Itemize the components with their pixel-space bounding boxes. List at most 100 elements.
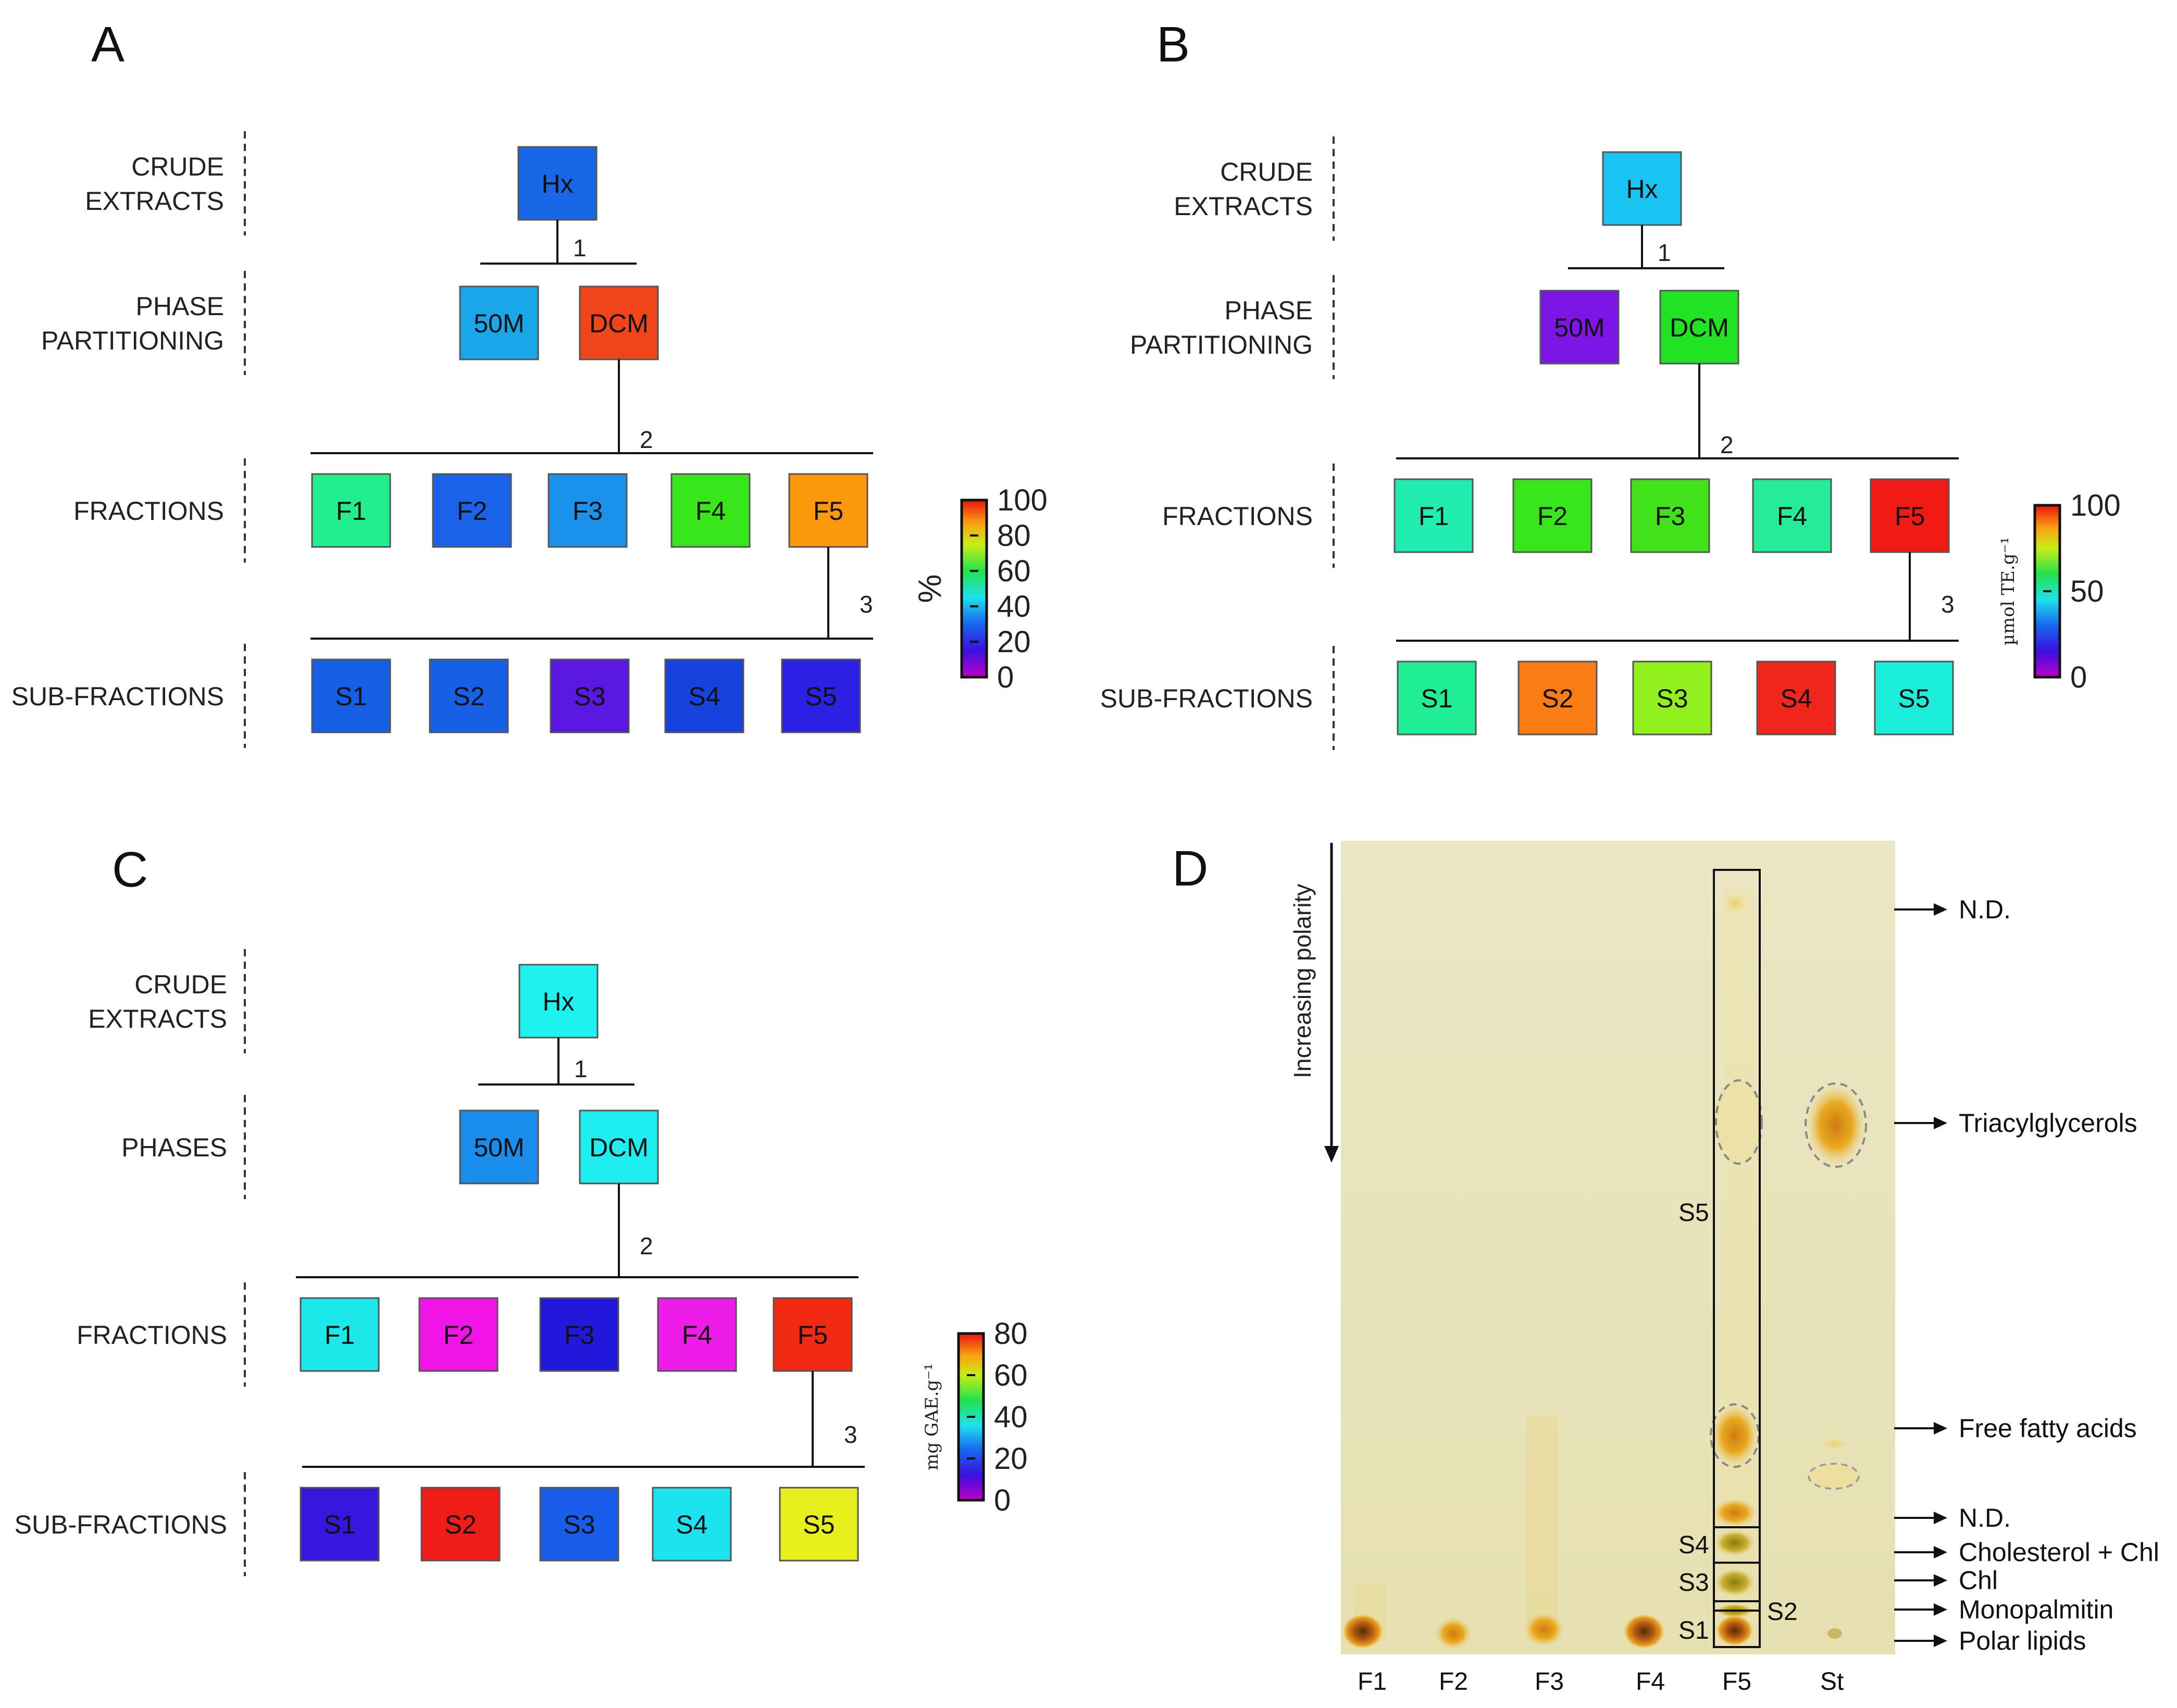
subfraction-s4-box [1756, 660, 1836, 735]
panel-letter-d: D [1172, 841, 1208, 896]
st-origin-spot [1827, 1628, 1842, 1639]
fraction-f5-label: F5 [813, 496, 843, 526]
crude-hx-label: Hx [1626, 174, 1658, 204]
colorbar-tick-label: 100 [2070, 489, 2121, 522]
colorbar-tick-label: 40 [997, 590, 1031, 624]
subfraction-s2-label: S2 [444, 1510, 476, 1539]
crude-hx-label: Hx [541, 169, 573, 198]
annotation-label: Monopalmitin [1959, 1595, 2113, 1624]
subfraction-s5-box [1874, 660, 1954, 735]
colorbar-tick-label: 60 [994, 1358, 1028, 1392]
annotation-label: Free fatty acids [1959, 1414, 2137, 1443]
subfraction-s3-label: S3 [574, 682, 605, 711]
colorbar-tick-label: 80 [994, 1317, 1028, 1351]
fraction-f2-box [432, 473, 512, 548]
colorbar-tick-label: 100 [997, 483, 1048, 517]
tlc-plate [1341, 841, 1895, 1654]
fraction-f1-box [300, 1297, 380, 1372]
f5-fatty-acid-spot [1711, 1404, 1759, 1467]
st-cholesterol-spot [1809, 1464, 1859, 1489]
phase-50m-box [459, 285, 539, 360]
band-label-s2: S2 [1767, 1598, 1798, 1626]
annotation-arrowhead [1934, 1546, 1947, 1559]
annotation-label: Chl [1959, 1566, 1998, 1595]
subfraction-s1-box [300, 1487, 380, 1562]
annotation-label: Cholesterol + Chl [1959, 1538, 2159, 1567]
subfraction-s2-box [1517, 660, 1598, 735]
panel-letter-a: A [91, 17, 125, 72]
annotation-arrowhead [1934, 1422, 1947, 1435]
lane-label-f5: F5 [1722, 1668, 1751, 1695]
fraction-f1-box [311, 473, 391, 548]
f5-nd-spot [1712, 1498, 1758, 1527]
phase-50m-box [459, 1109, 539, 1185]
phase-50m-label: 50M [474, 1133, 524, 1162]
colorbar-tick-label: 40 [994, 1400, 1028, 1434]
subfraction-s3-box [539, 1487, 619, 1562]
f2-origin-spot [1435, 1617, 1472, 1650]
subfraction-s2-label: S2 [453, 682, 484, 711]
fraction-f3-label: F3 [564, 1320, 594, 1350]
st-triacylglycerol-spot [1806, 1083, 1866, 1167]
fraction-f3-box [539, 1297, 619, 1372]
annotation-arrowhead [1934, 1603, 1947, 1616]
annotation-arrowhead [1934, 903, 1947, 916]
fraction-f3-box [548, 473, 628, 548]
level-label: SUB-FRACTIONS [15, 1510, 227, 1539]
annotation-arrowhead [1934, 1574, 1947, 1587]
level-label: FRACTIONS [1162, 502, 1313, 531]
fraction-f4-label: F4 [1777, 502, 1807, 531]
fraction-f4-label: F4 [682, 1320, 712, 1350]
step-number-1: 1 [574, 1055, 588, 1082]
fraction-f5-label: F5 [798, 1320, 828, 1350]
phase-50m-box [1539, 290, 1620, 365]
fraction-f3-label: F3 [573, 496, 603, 526]
fraction-f4-box [1752, 478, 1832, 553]
subfraction-s5-label: S5 [803, 1510, 835, 1539]
f3-origin-spot [1523, 1612, 1565, 1647]
subfraction-s2-label: S2 [1541, 684, 1573, 713]
colorbar-tick-label: 80 [997, 519, 1031, 553]
crude-hx-label: Hx [542, 987, 574, 1016]
subfraction-s2-box [429, 658, 509, 733]
fraction-f4-box [670, 473, 751, 548]
subfraction-s1-label: S1 [335, 682, 367, 711]
subfraction-s3-box [550, 658, 630, 733]
band-label-s4: S4 [1678, 1531, 1709, 1559]
panel-letter-c: C [112, 842, 148, 897]
fraction-f5-box [788, 473, 868, 548]
subfraction-s1-label: S1 [1421, 684, 1452, 713]
band-label-s5: S5 [1678, 1199, 1709, 1227]
subfraction-s4-box [652, 1487, 732, 1562]
level-label: PHASES [121, 1133, 227, 1162]
colorbar-tick-label: 20 [997, 625, 1031, 659]
fraction-f1-label: F1 [1419, 502, 1449, 531]
colorbar-tick-label: 0 [2070, 660, 2087, 694]
subfraction-s4-label: S4 [688, 682, 720, 711]
panel-letter-b: B [1156, 17, 1190, 72]
tlc-panel: D Increasing polarity [1172, 841, 2159, 1695]
fraction-f2-label: F2 [443, 1320, 474, 1350]
level-label: FRACTIONS [73, 496, 224, 526]
fraction-f3-box [1630, 478, 1710, 553]
colorbar [960, 498, 988, 679]
lane-label-f3: F3 [1535, 1668, 1564, 1695]
subfraction-s4-label: S4 [1780, 684, 1812, 713]
st-cholesterol-outline [1808, 1463, 1860, 1490]
crude-hx-box [517, 146, 598, 221]
subfraction-s2-box [420, 1487, 501, 1562]
phase-50m-label: 50M [1554, 313, 1604, 342]
phase-50m-label: 50M [474, 309, 524, 338]
annotation-arrowhead [1934, 1635, 1947, 1647]
fraction-f4-box [657, 1297, 737, 1372]
fraction-f2-label: F2 [1537, 502, 1568, 531]
colorbar-unit: % [912, 574, 948, 603]
f5-triacylglycerol-spot [1716, 1080, 1762, 1164]
lane-label-st: St [1820, 1668, 1844, 1695]
crude-hx-box [1602, 151, 1682, 226]
step-number-3: 3 [844, 1421, 857, 1448]
